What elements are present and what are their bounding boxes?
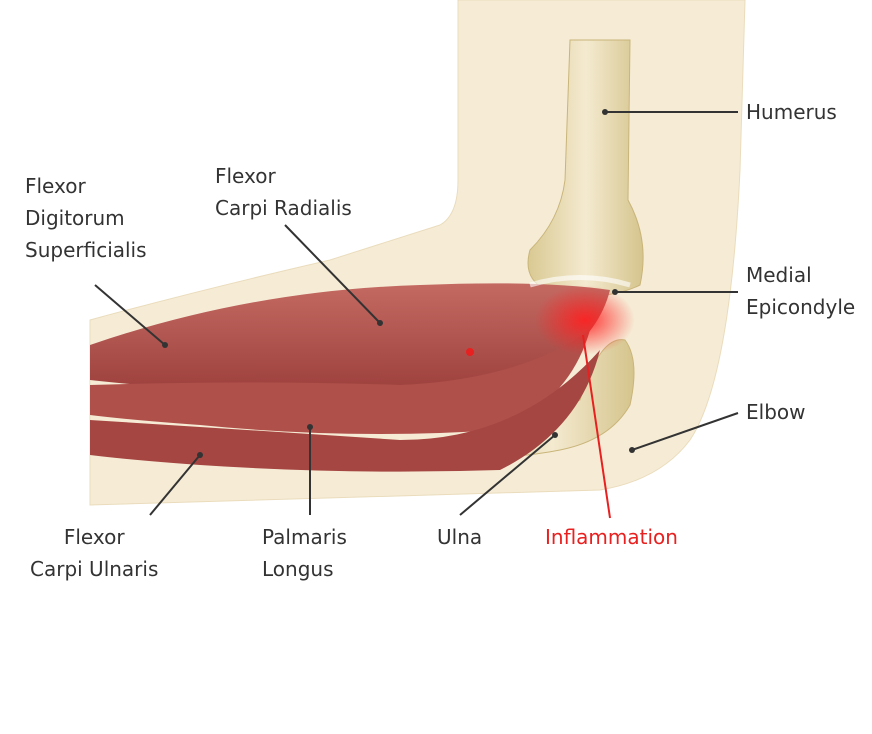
label-line: Medial [746,263,812,287]
label-line: Digitorum [25,206,125,230]
inflammation-area [535,285,635,355]
label-line: Carpi Radialis [215,196,352,220]
leader-lines [94,111,739,516]
muscle-fcu [90,350,600,472]
label-flexor-digitorum-superficialis: Flexor Digitorum Superficialis [25,170,147,266]
label-line: Palmaris [262,525,347,549]
label-line: Flexor [63,525,125,549]
label-inflammation: Inflammation [545,525,678,549]
label-flexor-carpi-ulnaris: Flexor Carpi Ulnaris [30,521,158,585]
label-ulna: Ulna [437,525,483,549]
label-line: Superficialis [25,238,147,262]
label-line: Flexor [25,174,86,198]
label-palmaris-longus: Palmaris Longus [262,521,347,585]
inflammation-leader [582,334,611,519]
muscle-fcr [90,283,610,396]
label-flexor-carpi-radialis: Flexor Carpi Radialis [215,160,352,224]
inflammation-dot [466,348,474,356]
label-line: Longus [262,557,334,581]
label-line: Carpi Ulnaris [30,557,159,581]
muscle-palmaris [90,330,590,434]
label-line: Flexor [215,164,276,188]
label-medial-epicondyle: Medial Epicondyle [746,259,855,323]
label-elbow: Elbow [746,400,806,424]
label-line: Epicondyle [746,295,856,319]
label-humerus: Humerus [746,100,837,124]
